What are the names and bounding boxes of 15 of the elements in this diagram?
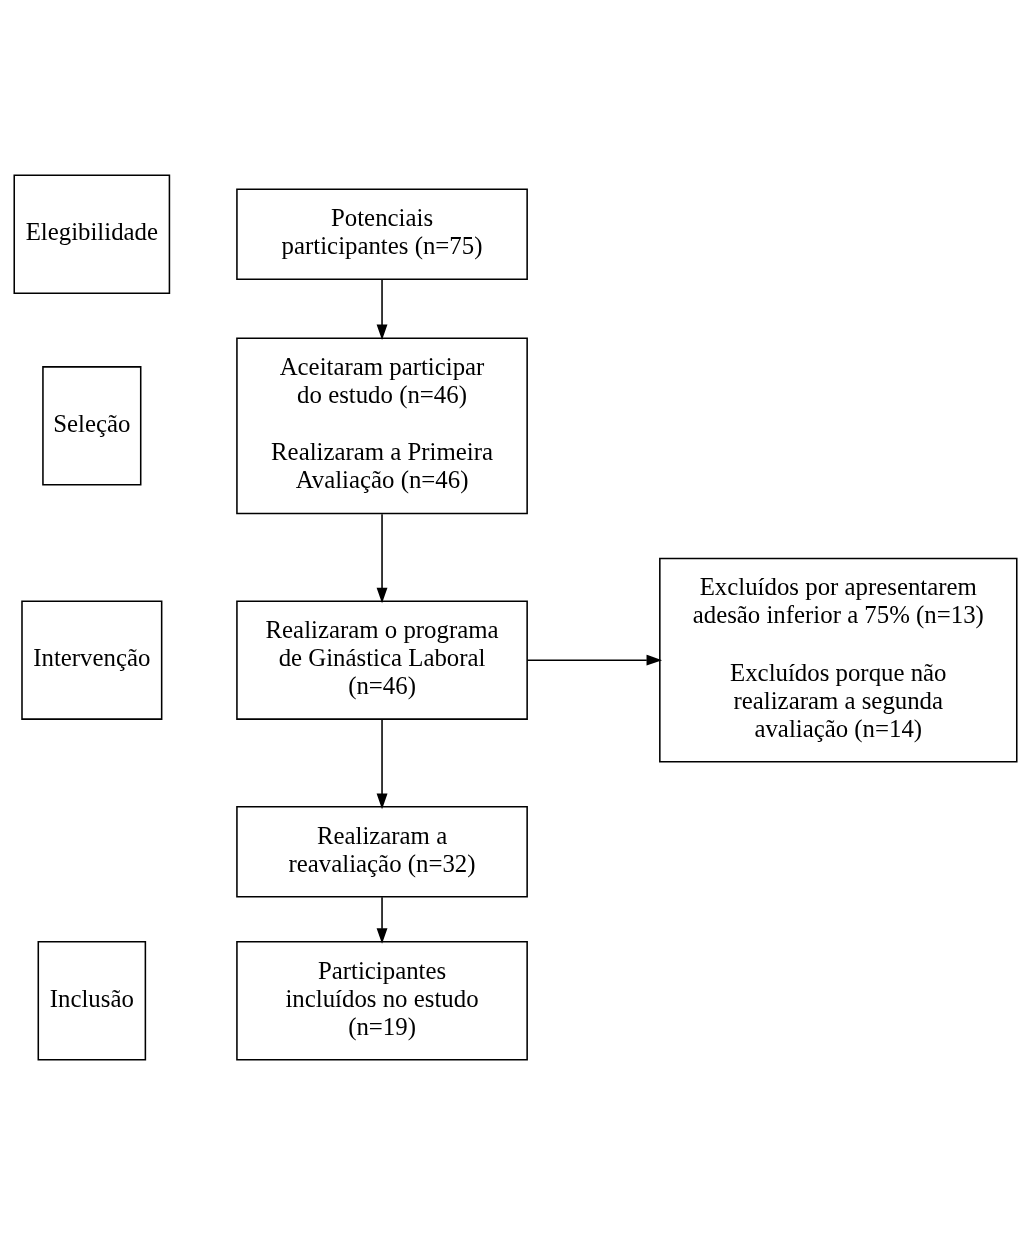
node-box: Aceitaram participar do estudo (n=46) Realizaram a Primeira Avaliação (n=46): [236, 336, 528, 514]
node-box: Participantes incluídos no estudo (n=19): [236, 940, 528, 1061]
arrow: [526, 654, 663, 666]
arrow: [376, 895, 388, 944]
node-box: Intervenção: [21, 599, 163, 720]
node-box: Seleção: [42, 365, 142, 486]
node-box: Excluídos por apresentarem adesão inferior a 75% (n=13) Excluídos porque não realizaram a segunda avaliação (n=14): [659, 557, 1018, 763]
node-box: Elegibilidade: [13, 173, 171, 294]
arrow: [376, 278, 388, 340]
node-box: Inclusão: [37, 940, 147, 1061]
node-box: Realizaram a reavaliação (n=32): [236, 805, 528, 898]
node-box: Potenciais participantes (n=75): [236, 187, 528, 280]
node-box: Realizaram o programa de Ginástica Laboral (n=46): [236, 599, 528, 720]
arrow: [376, 718, 388, 809]
arrow: [376, 512, 388, 603]
